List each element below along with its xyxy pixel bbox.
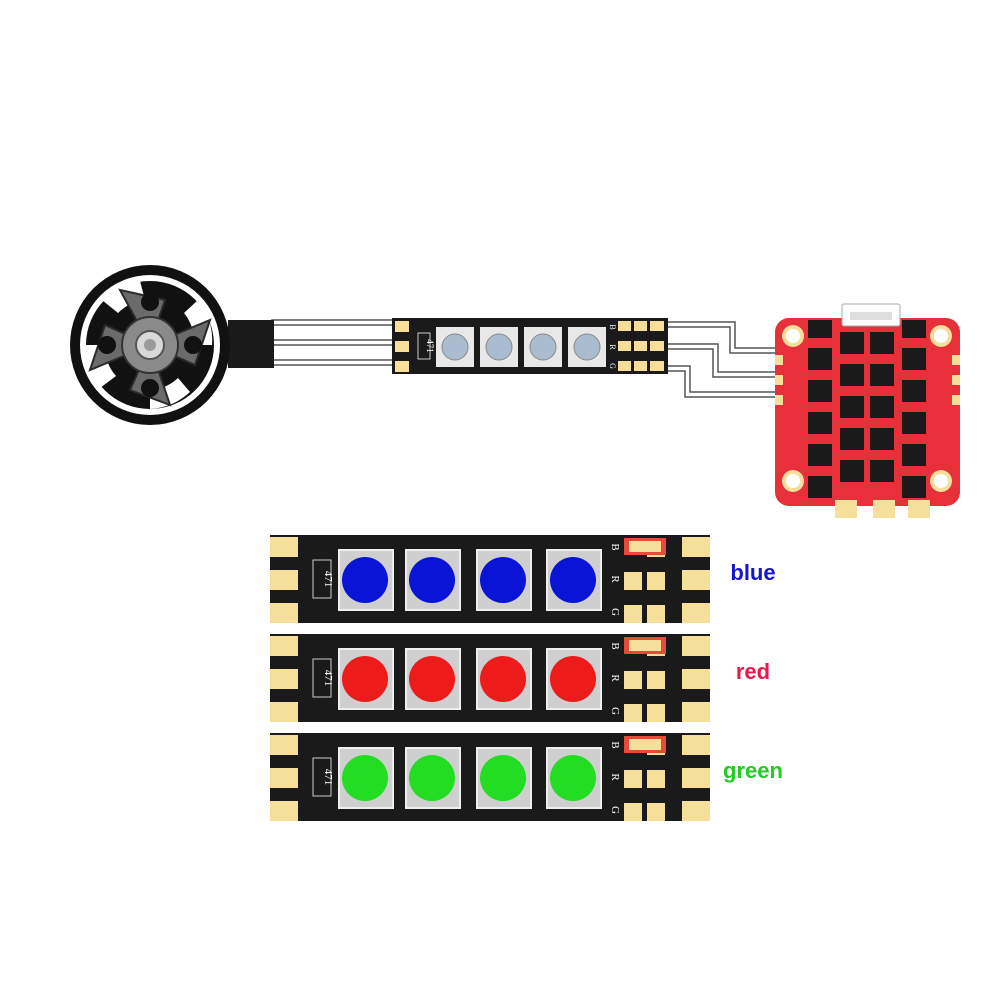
top-strip-leds: [436, 327, 606, 367]
strip-pad-label: R: [609, 674, 621, 682]
led-dot: [409, 755, 455, 801]
strip-pad-label: G: [609, 806, 621, 814]
strip-color-label: green: [723, 758, 783, 783]
strip-color-label: blue: [730, 560, 775, 585]
strip-pad-label: B: [609, 543, 621, 550]
top-strip-pad-label-r: R: [608, 344, 617, 350]
strip-resistor-code: 471: [322, 571, 334, 588]
top-strip-resistor-code: 471: [425, 339, 435, 353]
led-dot: [480, 557, 526, 603]
led: [405, 747, 461, 809]
led: [476, 648, 532, 710]
led: [546, 648, 602, 710]
strip-resistor-code: 471: [322, 670, 334, 687]
strip-color-label: red: [736, 659, 770, 684]
strip-pad-label: R: [609, 773, 621, 781]
strip-pad-label: R: [609, 575, 621, 583]
led: [476, 747, 532, 809]
led-dot: [342, 755, 388, 801]
brushless-motor: [70, 265, 274, 425]
led: [546, 549, 602, 611]
strip-pad-label: G: [609, 608, 621, 616]
led-dot: [550, 557, 596, 603]
top-strip-pad-label-g: G: [608, 363, 617, 369]
led: [405, 549, 461, 611]
led: [476, 549, 532, 611]
esc-wires: [668, 321, 775, 398]
led-dot: [409, 557, 455, 603]
strip-pad-label: B: [609, 741, 621, 748]
led-dot: [342, 557, 388, 603]
led-dot: [480, 656, 526, 702]
strip-resistor-code: 471: [322, 769, 334, 786]
led-dot: [550, 755, 596, 801]
esc-board: [775, 303, 960, 518]
led: [338, 549, 394, 611]
strip-pad-label: G: [609, 707, 621, 715]
led: [546, 747, 602, 809]
led-dot: [480, 755, 526, 801]
led: [405, 648, 461, 710]
led: [338, 747, 394, 809]
led: [338, 648, 394, 710]
strip-pad-label: B: [609, 642, 621, 649]
led-dot: [550, 656, 596, 702]
top-led-strip: 471 B R G: [392, 318, 668, 374]
top-strip-pad-label-b: B: [608, 324, 617, 329]
led-dot: [342, 656, 388, 702]
led-dot: [409, 656, 455, 702]
motor-wires: [271, 319, 398, 366]
